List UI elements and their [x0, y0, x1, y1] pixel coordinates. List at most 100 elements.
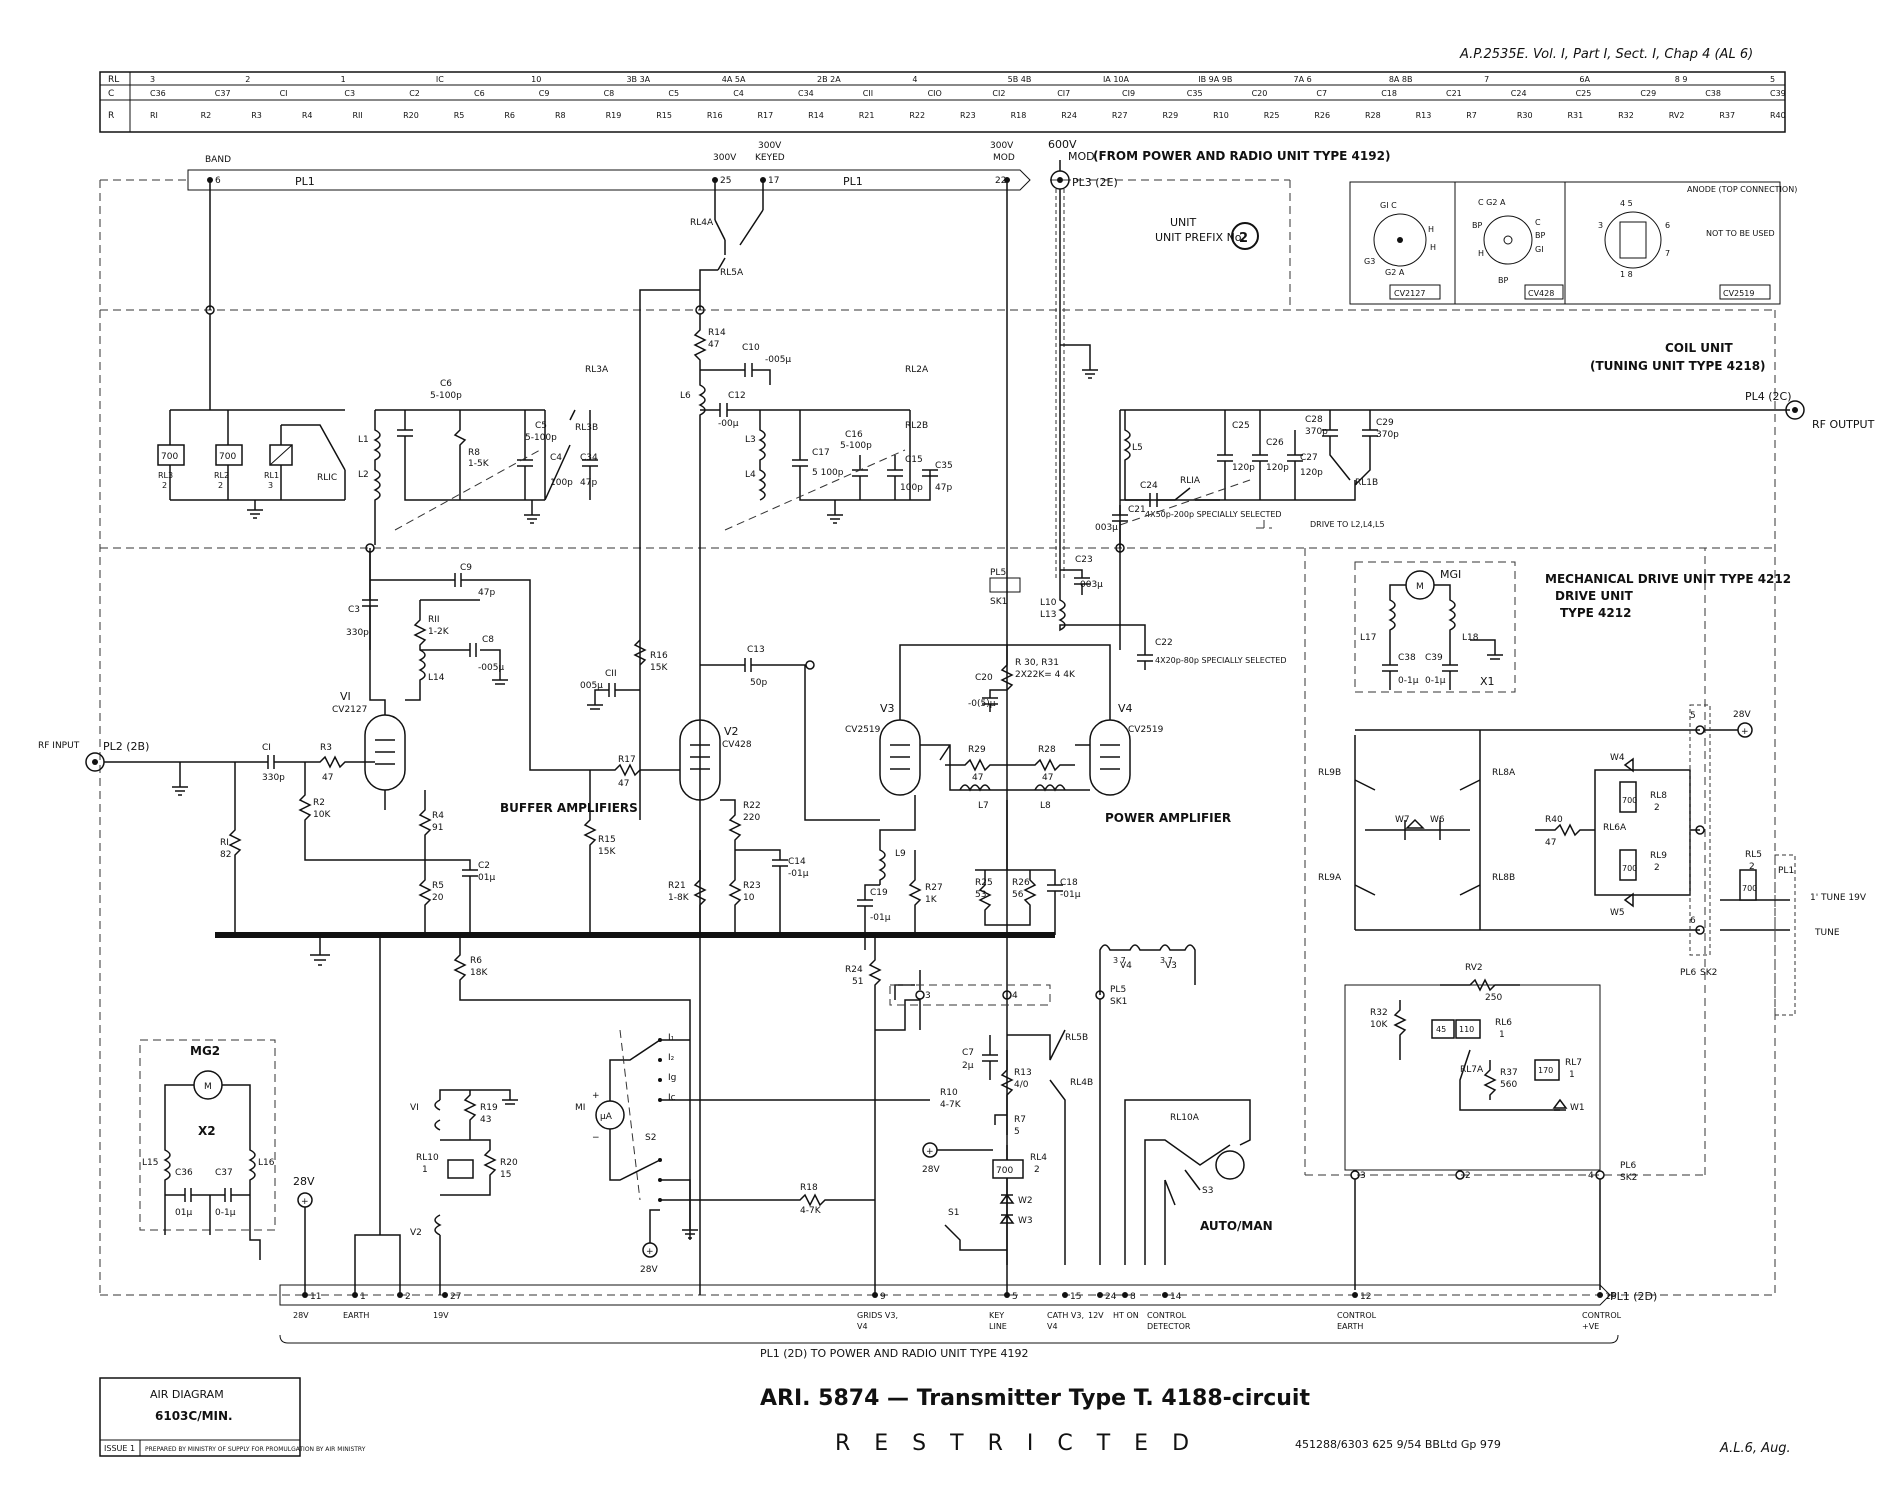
svg-text:28V: 28V: [922, 1165, 940, 1175]
index-cell: 6A: [1579, 75, 1590, 84]
svg-text:RL3B: RL3B: [575, 423, 598, 433]
svg-text:UNIT: UNIT: [1170, 216, 1197, 229]
svg-text:CV2519: CV2519: [1128, 725, 1164, 735]
svg-text:CV2519: CV2519: [845, 725, 881, 735]
svg-text:4/0: 4/0: [1014, 1080, 1029, 1090]
pin-dot: [1062, 1292, 1068, 1298]
index-cell: R5: [454, 111, 465, 120]
index-cell: R21: [859, 111, 875, 120]
svg-text:RL6: RL6: [1495, 1018, 1512, 1028]
rf-output-connector: PL4 (2C) RF OUTPUT: [1745, 390, 1875, 431]
index-cell: IC: [436, 75, 444, 84]
pl3-label: PL3 (2E): [1072, 176, 1118, 189]
svg-text:2μ: 2μ: [962, 1061, 974, 1071]
svg-text:L13: L13: [1040, 610, 1056, 620]
svg-text:C5: C5: [535, 421, 547, 431]
v1-tuned-circuit: L1 L2 C6 5-100p R8 1-5K C5 5-100p C4 100…: [358, 365, 609, 545]
svg-text:003μ: 003μ: [1095, 523, 1118, 533]
tube-base-diagrams: GI C H H G3 G2 A CV2127 C G2 A BP C BP G…: [1349, 181, 1797, 305]
svg-text:560: 560: [1500, 1080, 1517, 1090]
svg-text:C29: C29: [1376, 418, 1394, 428]
index-cell: R13: [1416, 111, 1432, 120]
index-cell: C38: [1705, 89, 1721, 98]
svg-text:H: H: [1428, 225, 1434, 234]
svg-text:120p: 120p: [1300, 468, 1323, 478]
svg-text:BP: BP: [1535, 231, 1545, 240]
cv428-base: C G2 A BP C BP GI H BP CV428: [1472, 198, 1564, 300]
svg-text:3: 3: [268, 481, 273, 490]
pin-label: +VE: [1582, 1322, 1599, 1331]
print-code: 451288/6303 625 9/54 BBLtd Gp 979: [1295, 1438, 1501, 1451]
pin-number: 15: [1070, 1292, 1081, 1302]
control-circuit: RV2 250 R32 10K 45 110 RL6 1 RL7A R37 56…: [1344, 963, 1637, 1290]
svg-text:W5: W5: [1610, 908, 1625, 918]
index-cell: R16: [707, 111, 723, 120]
pin-label: V4: [857, 1322, 868, 1331]
svg-text:28V: 28V: [293, 1175, 315, 1188]
svg-text:C17: C17: [812, 448, 830, 458]
svg-text:1: 1: [1499, 1030, 1505, 1040]
svg-text:100p: 100p: [900, 483, 923, 493]
prepared-by: PREPARED BY MINISTRY OF SUPPLY FOR PROMU…: [145, 1446, 366, 1453]
svg-text:-01μ: -01μ: [870, 913, 891, 923]
index-cell: 2: [245, 75, 250, 84]
svg-text:RL7A: RL7A: [1460, 1065, 1484, 1075]
mg2-box: MG2 M X2 L15 L16 C36 01μ C37 0-1μ + 28V: [139, 1039, 315, 1295]
svg-text:C2: C2: [478, 861, 490, 871]
earth-busbar: R6 18K: [215, 932, 1055, 1240]
svg-text:RL8: RL8: [1650, 791, 1667, 801]
svg-text:28V: 28V: [640, 1265, 658, 1275]
svg-text:R19: R19: [480, 1103, 498, 1113]
svg-text:4-7K: 4-7K: [940, 1100, 962, 1110]
v2-label: V2: [724, 725, 739, 738]
svg-text:RL10A: RL10A: [1170, 1113, 1200, 1123]
svg-text:PL6: PL6: [1680, 968, 1696, 978]
pin-label: CONTROL: [1337, 1311, 1377, 1320]
svg-text:56: 56: [1012, 890, 1024, 900]
index-row-key: C: [108, 89, 114, 99]
svg-text:1-5K: 1-5K: [468, 459, 490, 469]
svg-text:01μ: 01μ: [478, 873, 495, 883]
svg-text:−: −: [592, 1133, 600, 1143]
pl1-top-connector: PL1 PL1 6 25 17 22: [187, 169, 1031, 191]
supply-keyed-label: KEYED: [755, 153, 785, 163]
pin-dot: [1122, 1292, 1128, 1298]
svg-text:G2 A: G2 A: [1385, 268, 1405, 277]
svg-text:100p: 100p: [550, 478, 573, 488]
svg-text:L16: L16: [258, 1158, 275, 1168]
svg-text:C36: C36: [175, 1168, 193, 1178]
svg-text:L3: L3: [745, 435, 756, 445]
svg-text:1: 1: [1569, 1070, 1575, 1080]
pin-number: 5: [1012, 1292, 1018, 1302]
svg-text:CV428: CV428: [722, 740, 752, 750]
svg-text:47: 47: [972, 773, 983, 783]
pin-dot: [1097, 1292, 1103, 1298]
svg-text:RLIA: RLIA: [1180, 476, 1201, 486]
output-tank: L5 C24 4X50p-200p SPECIALLY SELECTED RLI…: [1095, 409, 1790, 553]
svg-text:R23: R23: [743, 881, 761, 891]
svg-text:RL10: RL10: [416, 1153, 439, 1163]
svg-text:RL1: RL1: [264, 471, 279, 480]
svg-text:TYPE 4212: TYPE 4212: [1560, 606, 1631, 620]
index-cell: R29: [1163, 111, 1179, 120]
index-cell: CII: [863, 89, 873, 98]
svg-text:91: 91: [432, 823, 443, 833]
pin-number: 24: [1105, 1292, 1117, 1302]
supply-600v-label: 600V: [1048, 138, 1077, 151]
svg-text:CII: CII: [605, 669, 617, 679]
svg-text:6: 6: [1665, 221, 1670, 230]
svg-text:PL1: PL1: [1778, 866, 1794, 876]
svg-text:C8: C8: [482, 635, 494, 645]
pin-number: 27: [450, 1292, 461, 1302]
mechanical-drive-unit: MECHANICAL DRIVE UNIT TYPE 4212 DRIVE UN…: [1318, 561, 1867, 1016]
pin-number: 12: [1360, 1292, 1371, 1302]
svg-text:1 8: 1 8: [1620, 270, 1633, 279]
index-cell: R15: [656, 111, 672, 120]
svg-text:C21: C21: [1128, 505, 1146, 515]
index-cell: R26: [1314, 111, 1330, 120]
svg-text:5: 5: [1690, 711, 1696, 721]
index-cell: R3: [251, 111, 262, 120]
svg-text:003μ: 003μ: [1080, 580, 1103, 590]
svg-text:C14: C14: [788, 857, 806, 867]
